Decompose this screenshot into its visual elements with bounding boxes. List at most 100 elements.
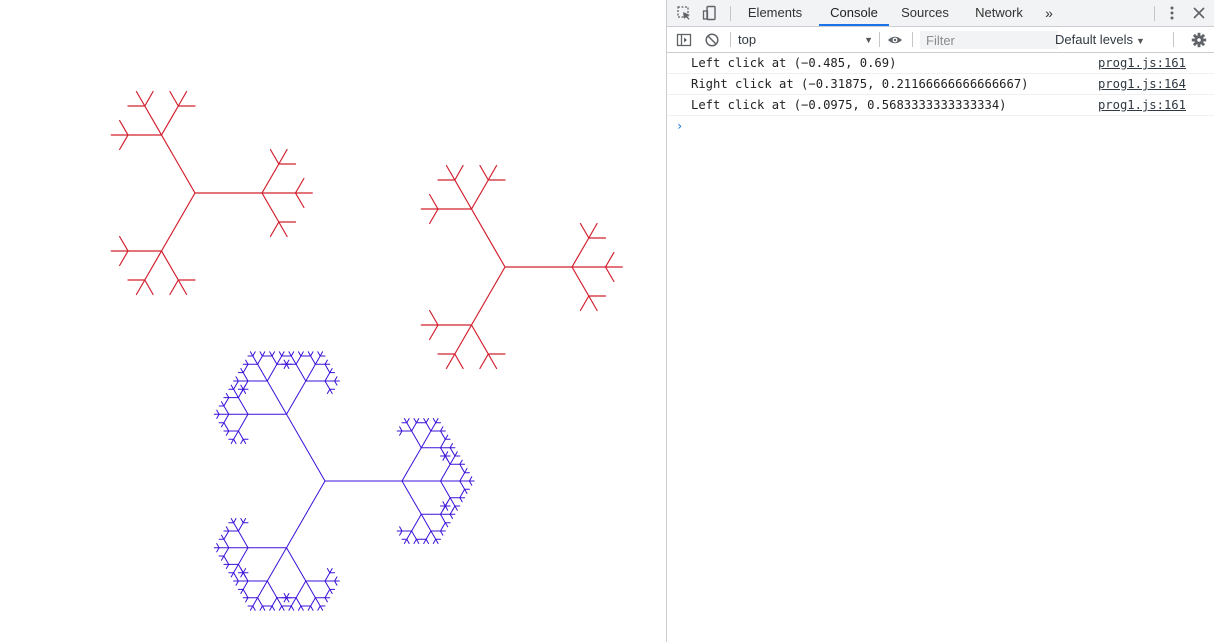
fractal-segment [317,605,321,611]
tab-network[interactable]: Network [975,5,1023,20]
fractal-segment [144,279,154,296]
fractal-segment [459,463,463,469]
more-tabs-button[interactable]: » [1045,5,1053,21]
fractal-segment [266,547,287,582]
fractal-segment [442,522,446,528]
fractal-segment [249,605,254,611]
fractal-segment [286,480,326,549]
tab-elements[interactable]: Elements [747,5,803,20]
fractal-segment [420,430,432,449]
context-value: top [738,32,757,47]
fractal-segment [399,426,403,432]
fractal-segment [240,368,244,374]
fractal-segment [257,363,268,382]
fractal-segment [435,538,439,544]
context-selector[interactable]: top ▼ [738,32,873,48]
fractal-segment [310,597,316,607]
fractal-segment [307,605,312,611]
fractal-segment [295,355,302,365]
fractal-segment [283,363,287,369]
fractal-segment [324,372,331,382]
fractal-segment [233,518,237,524]
fractal-segment [429,193,439,210]
console-message-source-link[interactable]: prog1.js:164 [1097,77,1186,91]
fractal-segment [223,547,230,557]
fractal-segment [432,418,437,424]
fractal-segment [221,422,225,428]
fractal-segment [237,530,249,549]
fractal-segment [271,605,275,611]
log-levels-dropdown[interactable]: Default levels▼ [1055,32,1145,48]
sidebar-toggle-icon[interactable] [676,32,692,48]
filter-input[interactable] [920,31,1058,49]
fractal-segment [242,572,247,578]
console-prompt[interactable]: › [676,119,684,133]
fractal-segment [160,192,196,252]
fractal-segment [240,438,244,444]
fractal-segment [425,418,429,424]
fractal-segment [216,543,220,549]
fractal-segment [169,279,179,296]
fractal-segment [440,447,446,457]
fractal-segment [479,164,489,181]
fractal-segment [135,279,146,296]
fractal-segment [237,522,244,532]
fractal-segment [261,351,266,357]
fractal-segment [461,468,466,474]
fractal-segment [440,530,444,536]
eye-icon[interactable] [887,32,903,48]
fractal-segment [470,179,489,210]
fractal-segment [269,351,273,357]
fractal-segment [470,266,506,326]
fractal-segment [442,434,446,440]
fractal-segment [276,355,283,365]
fractal-segment [444,451,449,457]
fractal-segment [144,250,163,281]
fractal-segment [242,518,247,524]
fractal-segment [240,384,244,390]
fractal-segment [449,497,456,507]
kebab-menu-icon[interactable] [1164,5,1180,21]
clear-console-icon[interactable] [704,32,720,48]
fractal-segment [252,597,259,607]
fractal-segment [432,538,437,544]
tab-console[interactable]: Console [819,0,889,26]
fractal-segment [237,388,244,399]
fractal-segment [440,505,446,515]
fractal-segment [237,547,249,565]
tab-sources[interactable]: Sources [901,5,949,20]
fractal-segment [334,580,338,586]
fractal-segment [454,451,458,457]
fractal-segment [225,397,230,403]
fractal-segment [307,351,312,357]
fractal-segment [579,222,590,239]
console-message-source-link[interactable]: prog1.js:161 [1097,56,1186,70]
fractal-segment [440,480,451,499]
fractal-segment [271,597,278,607]
console-message-text: Right click at (−0.31875, 0.211666666666… [691,77,1029,91]
fractal-segment [403,538,408,544]
levels-chevron-down-icon: ▼ [1136,36,1145,46]
fractal-segment [230,518,235,524]
fractal-segment [216,409,220,415]
fractal-segment [249,351,254,357]
fractal-segment [295,363,307,382]
fractal-segment [278,351,283,357]
fractal-segment [429,324,439,341]
fractal-segment [259,351,263,357]
device-toggle-icon[interactable] [702,5,718,21]
fractal-segment [290,597,297,607]
inspect-icon[interactable] [676,5,692,21]
gear-icon[interactable] [1191,32,1207,48]
fractal-segment [118,119,129,136]
fractal-segment [261,605,266,611]
fractal-segment [324,597,328,603]
tabbar-divider-right [1154,6,1155,21]
fractal-segment [399,530,403,536]
close-icon[interactable] [1191,5,1207,21]
webgl-canvas[interactable] [0,0,666,642]
fractal-segment [242,580,249,590]
fractal-segment [399,526,403,532]
fractal-segment [329,588,333,594]
console-message-source-link[interactable]: prog1.js:161 [1097,98,1186,112]
